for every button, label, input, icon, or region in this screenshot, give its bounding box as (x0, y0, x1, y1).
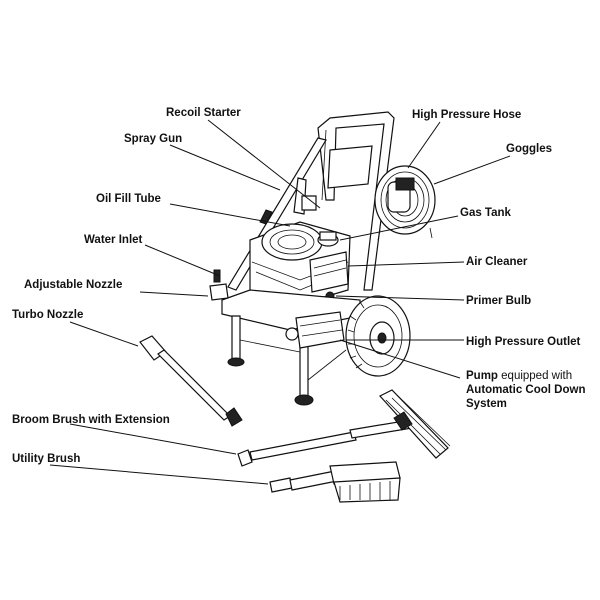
utility-brush (269, 461, 401, 503)
handle-frame (317, 111, 395, 291)
label-turbo-nozzle: Turbo Nozzle (12, 309, 83, 321)
label-oil-fill-tube: Oil Fill Tube (96, 193, 161, 205)
label-air-cleaner: Air Cleaner (466, 256, 528, 268)
label-goggles: Goggles (506, 143, 552, 155)
leader-lines (49, 119, 511, 485)
label-pump-bold: Pump (466, 370, 498, 382)
label-adjustable-nozzle: Adjustable Nozzle (24, 279, 122, 291)
label-broom-brush: Broom Brush with Extension (12, 414, 170, 426)
label-pump-line3: System (466, 398, 507, 410)
label-water-inlet: Water Inlet (84, 234, 143, 246)
label-pump: Pump equipped with (466, 370, 572, 382)
label-recoil-starter: Recoil Starter (166, 107, 241, 119)
engine (249, 221, 351, 305)
label-pump-line2: Automatic Cool Down (466, 384, 585, 396)
broom-brush (237, 389, 451, 467)
labels: Recoil Starter Spray Gun Oil Fill Tube W… (12, 107, 585, 465)
label-utility-brush: Utility Brush (12, 453, 80, 465)
label-spray-gun: Spray Gun (124, 133, 182, 145)
base-frame (221, 289, 361, 406)
turbo-nozzle (139, 335, 243, 427)
label-high-pressure-outlet: High Pressure Outlet (466, 336, 581, 348)
wheel (345, 295, 411, 377)
pressure-washer-illustration (139, 111, 451, 503)
label-primer-bulb: Primer Bulb (466, 295, 531, 307)
label-pump-rest: equipped with (498, 370, 572, 382)
label-gas-tank: Gas Tank (460, 207, 512, 219)
pump (285, 311, 345, 349)
label-high-pressure-hose: High Pressure Hose (412, 109, 521, 121)
hose-reel (374, 165, 436, 241)
water-inlet (209, 269, 229, 301)
